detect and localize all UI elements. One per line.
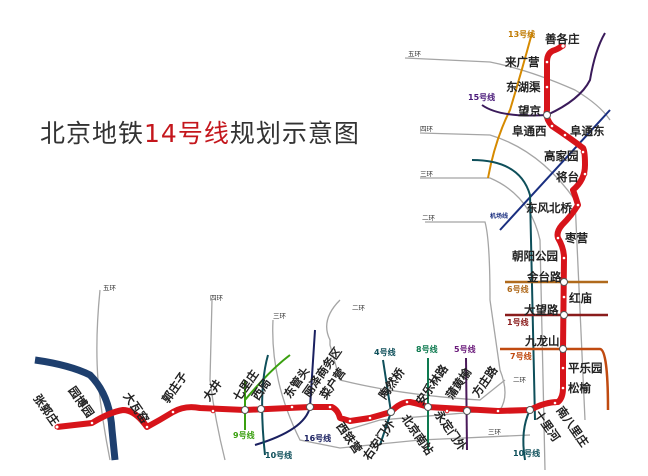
station-label: 西铁营: [334, 420, 366, 457]
station-label: 善各庄: [545, 32, 580, 46]
line-5-label: 5号线: [454, 344, 476, 354]
line-16-label: 16号线: [304, 433, 331, 443]
river: [34, 356, 119, 461]
ring-label: 五环: [103, 284, 117, 292]
station-label: 东湖渠: [506, 80, 541, 94]
station-dots: [54, 43, 588, 430]
station-label: 张郭庄: [31, 392, 63, 429]
station-label: 大井: [200, 376, 225, 403]
ring-2: [339, 221, 506, 433]
station-label: 九龙山: [524, 334, 560, 348]
station-label: 红庙: [569, 291, 592, 305]
line-13: [487, 32, 533, 179]
line-1-label: 1号线: [507, 317, 529, 327]
station-label: 来广营: [504, 55, 540, 69]
line-4-label: 4号线: [374, 347, 396, 357]
station-label: 园博园: [66, 384, 97, 420]
station-label: 东风北桥: [526, 201, 572, 215]
line-9-label: 9号线: [233, 430, 255, 440]
ring-label: 五环: [408, 50, 422, 58]
line-10-label: 10号线: [265, 450, 292, 460]
line-7-label: 7号线: [510, 351, 532, 361]
station-label: 枣营: [564, 231, 588, 245]
ring-2-south: [326, 299, 506, 401]
ring-5-north: [404, 57, 611, 121]
station-label: 右安门外: [359, 417, 398, 464]
station-label: 安乐林路: [413, 362, 451, 408]
ring-4: [419, 132, 586, 421]
other-lines: [244, 32, 611, 461]
ring-label: 四环: [420, 125, 434, 133]
line-10-east: [471, 159, 536, 421]
line-9-branch: [244, 354, 291, 401]
title-line-name: 14号线: [144, 119, 230, 148]
ring-4-west: [209, 299, 226, 461]
station-label: 陶然桥: [376, 365, 408, 402]
line-7: [500, 347, 610, 411]
station-label: 阜通西: [512, 124, 547, 138]
ring-roads: [96, 57, 611, 471]
line-10-label: 10号线: [513, 448, 540, 458]
ring-3: [420, 177, 546, 471]
station-label: 松榆: [568, 381, 591, 395]
station-label: 南八里庄: [554, 404, 592, 450]
station-label: 将台: [556, 170, 579, 184]
map-title: 北京地铁14号线规划示意图: [40, 114, 360, 150]
title-prefix: 北京地铁: [40, 119, 145, 148]
station-label: 大望路: [524, 303, 559, 317]
ring-label: 三环: [420, 170, 434, 178]
line-10-west: [261, 354, 269, 456]
line-airport: [499, 109, 611, 231]
line-5: [465, 357, 468, 451]
ring-label: 三环: [273, 312, 287, 320]
station-label: 金台路: [526, 270, 562, 284]
airport-line-label: 机场线: [490, 212, 508, 220]
station-label: 郭庄子: [159, 369, 191, 406]
station-label: 朝阳公园: [512, 249, 558, 263]
ring-label: 四环: [210, 294, 224, 302]
line-13-label: 13号线: [508, 29, 535, 39]
line-6-label: 6号线: [507, 284, 529, 294]
station-label: 平乐园: [568, 361, 603, 375]
ring-label: 二环: [352, 304, 366, 312]
station-label: 高家园: [544, 149, 579, 163]
title-suffix: 规划示意图: [229, 119, 360, 148]
ring-label: 二环: [422, 214, 436, 222]
station-label: 阜通东: [570, 124, 605, 138]
ring-3-sw: [272, 319, 531, 449]
station-label: 北京南站: [399, 412, 437, 458]
line-8-label: 8号线: [416, 344, 438, 354]
station-label: 望京: [518, 104, 541, 118]
line-15-label: 15号线: [468, 92, 495, 102]
ring-5-west: [96, 289, 111, 461]
ring-label: 三环: [488, 428, 502, 436]
line-15: [481, 32, 606, 117]
ring-label: 二环: [513, 376, 527, 384]
station-label: 方庄路: [469, 363, 501, 400]
